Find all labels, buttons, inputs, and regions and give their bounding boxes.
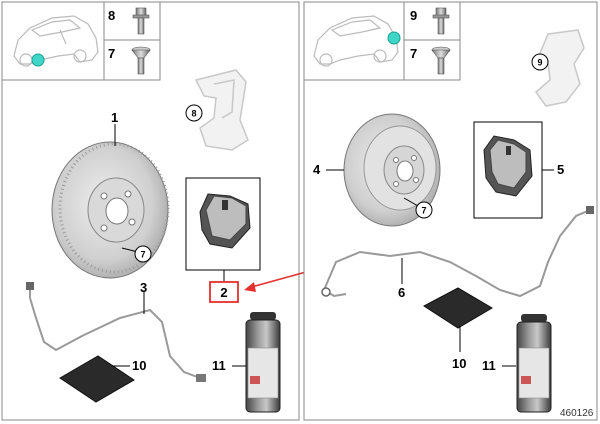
label-disc: 4: [313, 162, 321, 177]
diagram-id: 460126: [560, 408, 594, 419]
callout-arrowhead-icon: [244, 282, 256, 292]
hex-bolt-icon: [432, 7, 450, 35]
countersunk-screw-icon: [431, 46, 451, 75]
brake-pad-icon: [483, 135, 533, 197]
label-brake-pads: 5: [557, 162, 564, 177]
pad-callout-box: [209, 281, 239, 303]
label-spray: 11: [212, 358, 226, 373]
label-disc: 1: [111, 110, 118, 125]
inset-label-disc-screw: 7: [108, 46, 115, 61]
spray-can-icon: [245, 312, 281, 413]
spray-can-icon: [516, 314, 552, 413]
label-wear-sensor: 3: [140, 280, 147, 295]
label-disc-screw: 7: [421, 206, 426, 216]
label-grease: 10: [452, 356, 466, 371]
highlight-marker-icon: [31, 53, 45, 67]
right-panel: 9 7 9: [303, 1, 598, 421]
grease-packet-icon: [423, 287, 493, 329]
label-caliper-bolt: 8: [191, 109, 196, 119]
inset-label-bolt: 8: [108, 8, 115, 23]
inset-label-bolt: 9: [410, 8, 417, 23]
brake-pad-icon: [199, 193, 251, 249]
brake-disc: [343, 113, 441, 227]
right-inset: 9 7: [303, 1, 461, 81]
hex-bolt-icon: [132, 7, 150, 35]
left-panel: 8 7 8: [1, 1, 300, 421]
label-caliper-bolt: 9: [537, 58, 542, 68]
inset-label-disc-screw: 7: [410, 46, 417, 61]
car-outline-icon: [313, 15, 399, 67]
caliper-carrier-icon: [194, 69, 249, 151]
left-inset: 8 7: [1, 1, 161, 81]
countersunk-screw-icon: [131, 46, 151, 75]
label-spray: 11: [482, 358, 496, 373]
label-wear-sensor: 6: [398, 285, 405, 300]
callout-arrow: [247, 271, 307, 289]
grease-packet-icon: [59, 355, 135, 403]
label-brake-pads: 2: [220, 285, 227, 300]
highlight-marker-icon: [387, 31, 401, 45]
label-grease: 10: [132, 358, 146, 373]
brake-disc: [51, 141, 170, 279]
label-disc-screw: 7: [140, 250, 145, 260]
